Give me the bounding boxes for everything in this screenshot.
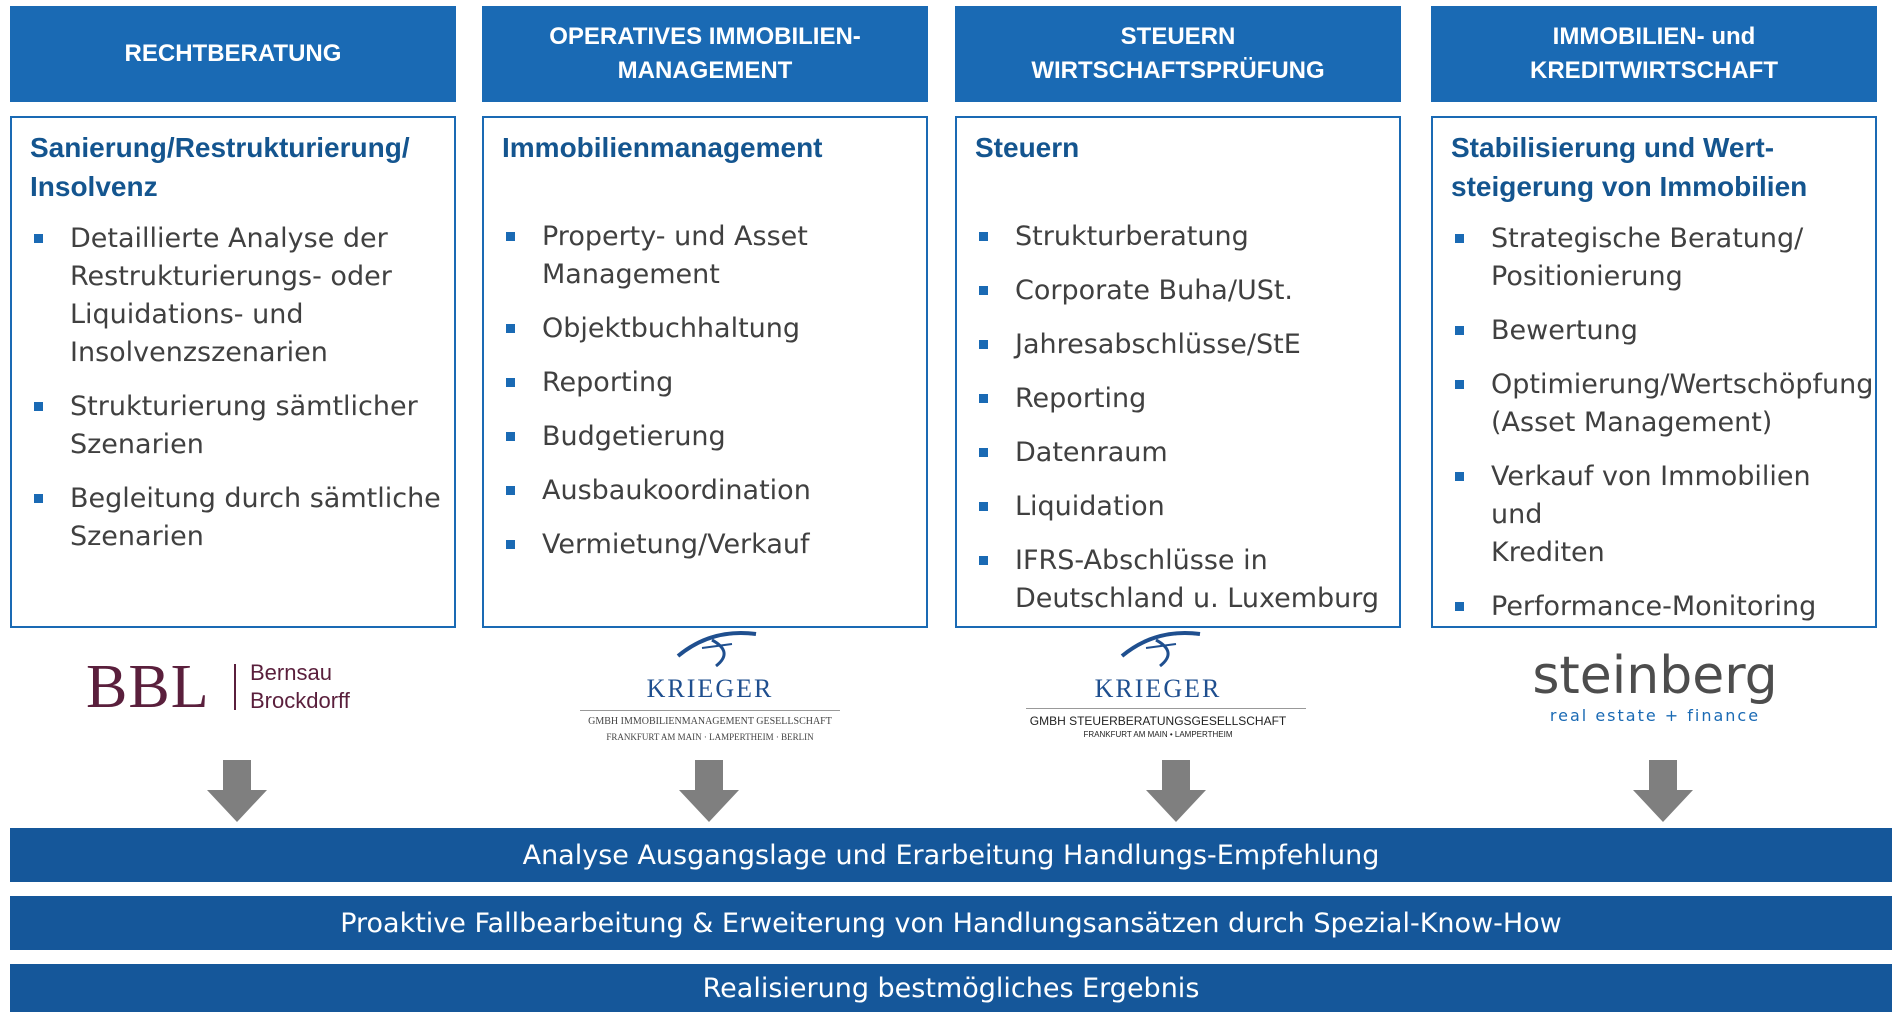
header-line: MANAGEMENT bbox=[617, 57, 793, 84]
logo-divider bbox=[234, 664, 236, 710]
krieger-steuer-logo: KRIEGER GMBH STEUERBERATUNGSGESELLSCHAFT… bbox=[1026, 626, 1318, 750]
header-line: STEUERN bbox=[1120, 23, 1236, 50]
list-item: Corporate Buha/USt. bbox=[975, 272, 1391, 310]
bbl-logo-mark: BBL bbox=[86, 653, 210, 721]
krieger-subtitle: GMBH STEUERBERATUNGSGESELLSCHAFT bbox=[1029, 714, 1287, 728]
box-title-line: Sanierung/Restrukturierung/ bbox=[30, 132, 410, 163]
box-title-line: Insolvenz bbox=[30, 171, 158, 202]
logo-divider bbox=[1026, 708, 1306, 709]
list-item: Bewertung bbox=[1451, 312, 1867, 350]
down-arrow-icon bbox=[207, 760, 267, 822]
krieger-name: KRIEGER bbox=[646, 674, 774, 703]
box-title-line: Immobilienmanagement bbox=[502, 132, 823, 163]
box-title: Stabilisierung und Wert- steigerung von … bbox=[1451, 128, 1865, 206]
krieger-subtitle: GMBH IMMOBILIENMANAGEMENT GESELLSCHAFT bbox=[588, 716, 832, 727]
header-line: KREDITWIRTSCHAFT bbox=[1530, 57, 1778, 84]
krieger-name: KRIEGER bbox=[1094, 674, 1222, 703]
service-box: Immobilienmanagement Property- und Asset… bbox=[482, 116, 928, 628]
list-item: Budgetierung bbox=[502, 418, 918, 456]
steinberg-logo: steinberg real estate + finance bbox=[1530, 648, 1780, 728]
krieger-emblem-icon bbox=[1120, 630, 1201, 668]
down-arrow-icon bbox=[679, 760, 739, 822]
steinberg-tagline: real estate + finance bbox=[1549, 706, 1761, 725]
header-line: WIRTSCHAFTSPRÜFUNG bbox=[1031, 57, 1325, 84]
process-bar-fallbearbeitung: Proaktive Fallbearbeitung & Erweiterung … bbox=[10, 896, 1892, 950]
list-item: Jahresabschlüsse/StE bbox=[975, 326, 1391, 364]
header-line: IMMOBILIEN- und bbox=[1552, 23, 1756, 50]
box-title: Sanierung/Restrukturierung/ Insolvenz bbox=[30, 128, 444, 206]
logo-divider bbox=[580, 710, 840, 711]
process-bar-analyse: Analyse Ausgangslage und Erarbeitung Han… bbox=[10, 828, 1892, 882]
list-item: Datenraum bbox=[975, 434, 1391, 472]
steinberg-name: steinberg bbox=[1532, 646, 1778, 706]
process-bar-ergebnis: Realisierung bestmögliches Ergebnis bbox=[10, 964, 1892, 1012]
krieger-locations: FRANKFURT AM MAIN · LAMPERTHEIM · BERLIN bbox=[606, 732, 814, 742]
column-header: STEUERN WIRTSCHAFTSPRÜFUNG bbox=[955, 6, 1401, 102]
down-arrow-icon bbox=[1633, 760, 1693, 822]
bbl-logo: BBL Bernsau Brockdorff bbox=[86, 653, 376, 721]
list-item: Objektbuchhaltung bbox=[502, 310, 918, 348]
krieger-locations: FRANKFURT AM MAIN • LAMPERTHEIM bbox=[1083, 730, 1233, 739]
list-item: Performance-Monitoring bbox=[1451, 588, 1867, 626]
box-title-line: Steuern bbox=[975, 132, 1080, 163]
list-item: Reporting bbox=[502, 364, 918, 402]
bbl-logo-line2: Brockdorff bbox=[250, 688, 350, 713]
list-item: Liquidation bbox=[975, 488, 1391, 526]
service-box: Stabilisierung und Wert- steigerung von … bbox=[1431, 116, 1877, 628]
krieger-immobilien-logo: KRIEGER GMBH IMMOBILIENMANAGEMENT GESELL… bbox=[570, 626, 850, 750]
box-title-line: steigerung von Immobilien bbox=[1451, 171, 1808, 202]
service-box: Steuern Strukturberatung Corporate Buha/… bbox=[955, 116, 1401, 628]
box-title-line: Stabilisierung und Wert- bbox=[1451, 132, 1775, 163]
box-title: Immobilienmanagement bbox=[502, 128, 916, 167]
krieger-emblem-icon bbox=[676, 630, 757, 668]
list-item: Strategische Beratung/Positionierung bbox=[1451, 220, 1867, 296]
list-item: Optimierung/Wertschöpfung(Asset Manageme… bbox=[1451, 366, 1873, 442]
bbl-logo-line1: Bernsau bbox=[250, 660, 332, 685]
service-list: Strukturberatung Corporate Buha/USt. Jah… bbox=[975, 218, 1391, 618]
column-header: IMMOBILIEN- und KREDITWIRTSCHAFT bbox=[1431, 6, 1877, 102]
list-item: Vermietung/Verkauf bbox=[502, 526, 918, 564]
column-header: OPERATIVES IMMOBILIEN- MANAGEMENT bbox=[482, 6, 928, 102]
list-item: Strukturberatung bbox=[975, 218, 1391, 256]
column-header: RECHTBERATUNG bbox=[10, 6, 456, 102]
list-item: Reporting bbox=[975, 380, 1391, 418]
box-title: Steuern bbox=[975, 128, 1389, 167]
down-arrow-icon bbox=[1146, 760, 1206, 822]
header-line: RECHTBERATUNG bbox=[124, 40, 342, 67]
header-line: OPERATIVES IMMOBILIEN- bbox=[549, 23, 861, 50]
service-list: Strategische Beratung/Positionierung Bew… bbox=[1451, 220, 1873, 642]
service-box: Sanierung/Restrukturierung/ Insolvenz De… bbox=[10, 116, 456, 628]
list-item: Ausbaukoordination bbox=[502, 472, 918, 510]
